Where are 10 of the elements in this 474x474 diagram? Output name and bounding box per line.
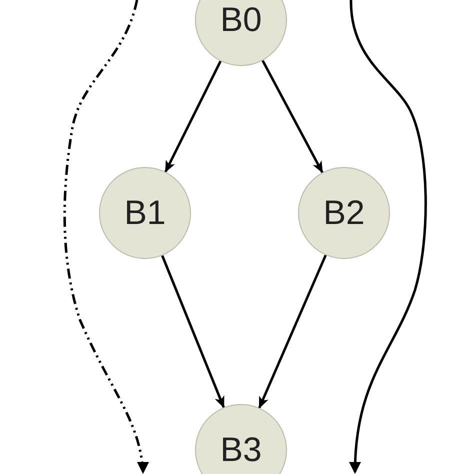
node-circle [195, 0, 287, 66]
node-circle [195, 404, 287, 474]
arrow [161, 255, 225, 408]
node-label: B2 [323, 194, 365, 232]
arrow [262, 60, 324, 174]
arrow [258, 254, 327, 409]
node-label: B0 [220, 0, 262, 40]
node-label: B3 [220, 430, 262, 470]
arrow [164, 60, 222, 173]
node-label: B1 [124, 194, 166, 232]
